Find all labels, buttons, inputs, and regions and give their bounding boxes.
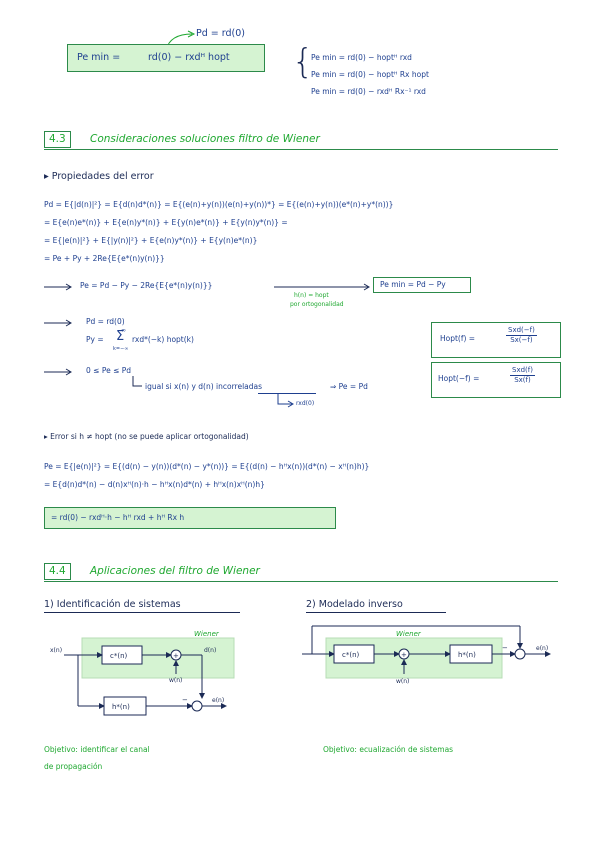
- hopt-box-1: Hopt(f) = Sxd(−f) Sx(−f): [431, 322, 561, 358]
- d1-plus: +: [173, 652, 179, 660]
- section-4-4-title: Aplicaciones del filtro de Wiener: [90, 565, 260, 577]
- d1-c: c*(n): [110, 652, 128, 660]
- alt-formula-1: Pe min = rd(0) − hoptᴴ rxd: [311, 53, 412, 62]
- sum-lower: k=−∞: [113, 346, 129, 352]
- d2-en: e(n): [536, 645, 548, 652]
- eq-py-lhs: Py =: [86, 335, 104, 344]
- sum-upper: ∞: [121, 327, 126, 334]
- section-4-3-rule: [44, 149, 558, 150]
- hopt1-frac: Sxd(−f) Sx(−f): [506, 326, 537, 345]
- section-4-4-number: 4.4: [44, 563, 71, 580]
- objetivo-2: Objetivo: ecualización de sistemas: [323, 745, 454, 754]
- sum-node-1b: [191, 700, 203, 712]
- note-ortogonalidad: por ortogonalidad: [290, 301, 344, 308]
- eq-pd-line-3: = E{|e(n)|²} + E{|y(n)|²} + E{e(n)y*(n)}…: [44, 236, 258, 245]
- note-h-hopt: h(n) = hopt: [294, 292, 329, 299]
- d2-wiener: Wiener: [396, 630, 422, 638]
- eq-pe-bounds: 0 ≤ Pe ≤ Pd: [86, 366, 132, 375]
- underline-sub2: [306, 612, 446, 613]
- section-4-3-number: 4.3: [44, 131, 71, 148]
- arrow-2: [44, 319, 72, 327]
- d1-wiener: Wiener: [194, 630, 220, 638]
- note-incorreladas: igual si x(n) y d(n) incorreladas: [145, 382, 263, 391]
- hopt2-lhs: Hopt(−f) =: [438, 374, 480, 383]
- section-4-3-title: Consideraciones soluciones filtro de Wie…: [90, 133, 320, 145]
- d2-minus: −: [502, 644, 508, 652]
- arrow-1: [44, 283, 72, 291]
- section-4-4-rule: [44, 581, 558, 582]
- hopt1-den: Sx(−f): [510, 336, 533, 344]
- underline-incorreladas: [258, 393, 316, 394]
- diagram-identificacion: Wiener x(n) c*(n) + d(n) w(n) h*(n) − e(…: [50, 630, 235, 716]
- hopt1-lhs: Hopt(f) =: [440, 334, 476, 343]
- bracket-hook: [132, 376, 142, 387]
- alt-formula-2: Pe min = rd(0) − hoptᴴ Rx hopt: [311, 70, 429, 79]
- eq-pe-box: = rd(0) − rxdᴴ·h − hᴴ rxd + hᴴ Rx h: [44, 507, 336, 529]
- bullet-error: ▸ Error si h ≠ hopt (no se puede aplicar…: [44, 432, 249, 441]
- eq-pd-line-1: Pd = E{|d(n)|²} = E{d(n)d*(n)} = E{(e(n)…: [44, 200, 394, 209]
- diagram-modelado-inverso: Wiener c*(n) + w(n) h*(n) − e(n): [302, 625, 551, 685]
- hopt2-num: Sxd(f): [510, 366, 535, 376]
- underline-sub1: [44, 612, 240, 613]
- alt-formula-3: Pe min = rd(0) − rxdᴴ Rx⁻¹ rxd: [311, 87, 426, 96]
- bullet-propiedades: ▸ Propiedades del error: [44, 171, 154, 182]
- d1-dn: d(n): [204, 647, 216, 654]
- eq-pe-lhs: Pe = Pd − Py − 2Re{E{e*(n)y(n)}}: [80, 281, 213, 290]
- sum-symbol: Σ: [116, 329, 125, 344]
- hopt2-den: Sx(f): [514, 376, 531, 384]
- hopt-box-2: Hopt(−f) = Sxd(f) Sx(f): [431, 362, 561, 398]
- arrow-1b: [274, 283, 370, 291]
- subtitle-identificacion: 1) Identificación de sistemas: [44, 599, 181, 610]
- pd-label: Pd = rd(0): [196, 28, 245, 39]
- d1-wn: w(n): [169, 677, 182, 684]
- d2-h: h*(n): [458, 651, 476, 659]
- d1-minus: −: [182, 696, 188, 704]
- eq-pe-line-3: = rd(0) − rxdᴴ·h − hᴴ rxd + hᴴ Rx h: [51, 513, 185, 522]
- pe-min-rhs: rd(0) − rxdᴴ hopt: [148, 52, 230, 63]
- eq-pd-rd0: Pd = rd(0): [86, 317, 125, 326]
- d1-xin: x(n): [50, 647, 62, 654]
- d2-plus: +: [401, 651, 407, 659]
- hopt1-num: Sxd(−f): [506, 326, 537, 336]
- objetivo-1-line-2: de propagación: [44, 762, 103, 771]
- note-rxd0: rxd(0): [296, 400, 315, 407]
- d1-h: h*(n): [112, 703, 130, 711]
- arrow-3: [44, 368, 72, 376]
- sum-node-2b: [514, 648, 526, 660]
- subtitle-modelado: 2) Modelado inverso: [306, 599, 403, 610]
- eq-pe-line-2: = E{d(n)d*(n) − d(n)xᴴ(n)·h − hᴴx(n)d*(n…: [44, 480, 265, 489]
- box-pe-min: Pe min = Pd − Py: [373, 277, 471, 293]
- pe-min-box: Pe min = rd(0) − rxdᴴ hopt: [67, 44, 265, 72]
- eq-pe-pd: ⇒ Pe = Pd: [330, 382, 368, 391]
- eq-pd-line-2: = E{e(n)e*(n)} + E{e(n)y*(n)} + E{y(n)e*…: [44, 218, 288, 227]
- d1-en: e(n): [212, 697, 224, 704]
- d2-c: c*(n): [342, 651, 360, 659]
- objetivo-1-line-1: Objetivo: identificar el canal: [44, 745, 150, 754]
- eq-py-rhs: rxd*(−k) hopt(k): [132, 335, 194, 344]
- eq-pd-line-4: = Pe + Py + 2Re{E{e*(n)y(n)}}: [44, 254, 165, 263]
- d2-wn: w(n): [396, 678, 409, 685]
- arrow-rxd: [277, 394, 294, 408]
- hopt2-frac: Sxd(f) Sx(f): [510, 366, 535, 385]
- brace: {: [292, 42, 314, 82]
- eq-pe-line-1: Pe = E{|e(n)|²} = E{(d(n) − y(n))(d*(n) …: [44, 462, 370, 471]
- pe-min-lhs: Pe min =: [77, 52, 121, 63]
